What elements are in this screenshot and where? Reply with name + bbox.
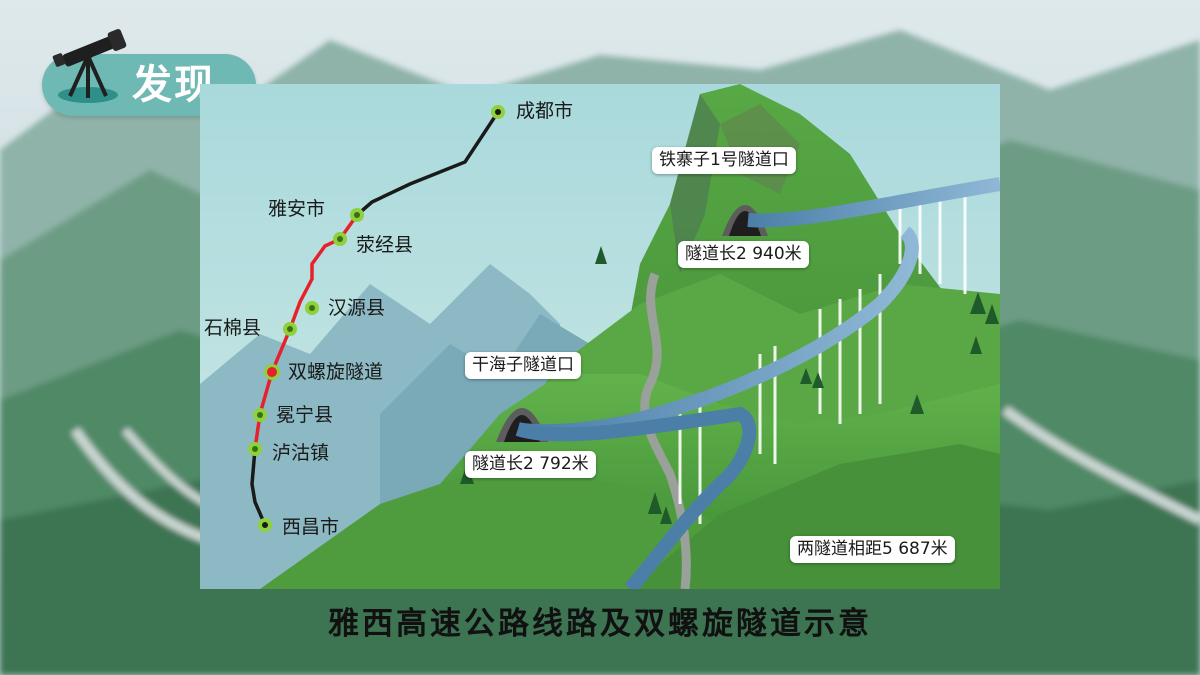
lower-tunnel-portal-label: 干海子隧道口	[465, 352, 581, 379]
city-label-lugu: 泸沽镇	[272, 442, 330, 464]
city-label-xichang: 西昌市	[282, 516, 340, 538]
city-label-spiral-tunnel: 双螺旋隧道	[288, 361, 384, 383]
figure-caption: 雅西高速公路线路及双螺旋隧道示意	[328, 606, 872, 642]
city-label-mianning: 冕宁县	[276, 404, 334, 426]
route-nodes	[248, 105, 505, 532]
upper-tunnel-length-label: 隧道长2 940米	[678, 241, 809, 268]
city-label-chengdu: 成都市	[516, 100, 574, 122]
tunnel-illustration	[200, 84, 1000, 589]
telescope-icon	[52, 29, 127, 103]
tunnel-distance-label: 两隧道相距5 687米	[790, 536, 955, 563]
lower-tunnel-length-label: 隧道长2 792米	[465, 451, 596, 478]
city-label-hanyuan: 汉源县	[328, 297, 386, 319]
city-label-yaan: 雅安市	[268, 198, 326, 220]
city-label-shimian: 石棉县	[204, 317, 262, 339]
city-label-yingjing: 荥经县	[356, 234, 414, 256]
upper-tunnel-portal-label: 铁寨子1号隧道口	[652, 147, 796, 174]
illustration-panel: 成都市 雅安市 荥经县 汉源县 石棉县 双螺旋隧道 冕宁县 泸沽镇 西昌市 铁寨…	[200, 84, 1000, 589]
route-line	[250, 111, 500, 526]
